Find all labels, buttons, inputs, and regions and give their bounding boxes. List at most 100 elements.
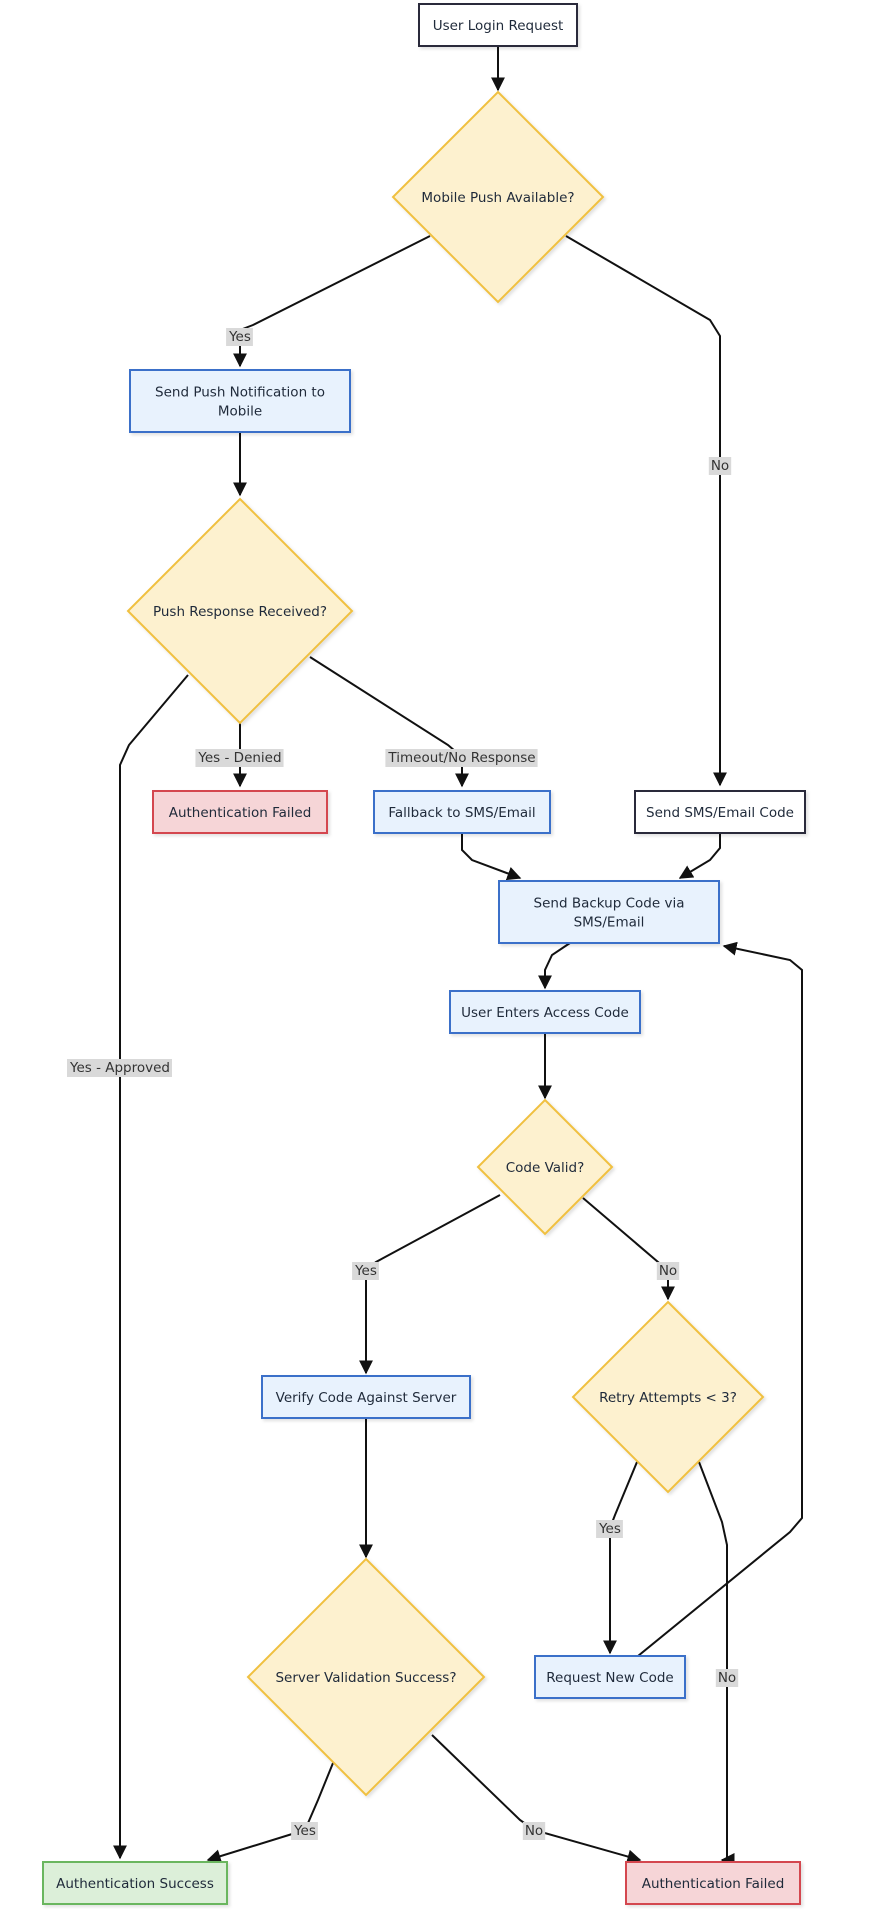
edge-retry-attempts-to-request-new-code bbox=[603, 1461, 638, 1655]
node-label: Authentication Success bbox=[56, 1876, 214, 1892]
node-box bbox=[373, 790, 551, 834]
edge-label-text: No bbox=[525, 1823, 543, 1839]
edge-send-backup-code-to-user-enters-code bbox=[538, 942, 571, 990]
node-auth-failed-top[interactable]: Authentication Failed bbox=[152, 790, 328, 834]
node-label: Request New Code bbox=[546, 1670, 673, 1686]
node-send-push[interactable]: Send Push Notification to Mobile bbox=[129, 369, 351, 433]
edge-label-text: Yes - Approved bbox=[69, 1060, 170, 1076]
edge-label-code-valid-to-verify-code: Yes bbox=[352, 1262, 379, 1280]
edge-label-retry-attempts-to-request-new-code: Yes bbox=[596, 1520, 623, 1538]
node-label: Push Response Received? bbox=[153, 604, 327, 620]
node-label: Authentication Failed bbox=[169, 805, 312, 821]
node-box bbox=[418, 3, 578, 47]
node-box bbox=[634, 790, 806, 834]
edge-code-valid-to-verify-code bbox=[359, 1194, 501, 1375]
node-login-request[interactable]: User Login Request bbox=[418, 3, 578, 47]
decision-diamond bbox=[476, 1098, 614, 1236]
node-fallback-sms[interactable]: Fallback to SMS/Email bbox=[373, 790, 551, 834]
node-label: Retry Attempts < 3? bbox=[599, 1390, 737, 1406]
node-request-new-code[interactable]: Request New Code bbox=[534, 1655, 686, 1699]
decision-diamond bbox=[246, 1557, 486, 1797]
node-box bbox=[261, 1375, 471, 1419]
node-label: Send Backup Code via bbox=[534, 896, 685, 912]
node-label: SMS/Email bbox=[574, 915, 645, 931]
edge-label-push-response-to-auth-success: Yes - Approved bbox=[67, 1059, 172, 1077]
node-box bbox=[42, 1861, 228, 1905]
edge-label-server-validation-to-auth-failed-bottom: No bbox=[522, 1822, 546, 1840]
node-label: Authentication Failed bbox=[642, 1876, 785, 1892]
node-auth-success[interactable]: Authentication Success bbox=[42, 1861, 228, 1905]
edge-label-server-validation-to-auth-success: Yes bbox=[291, 1822, 318, 1840]
edge-label-background bbox=[522, 1822, 546, 1840]
node-box bbox=[129, 369, 351, 433]
node-label: Server Validation Success? bbox=[275, 1670, 456, 1686]
edge-label-text: No bbox=[711, 458, 729, 474]
node-label: Mobile Push Available? bbox=[421, 190, 574, 206]
edge-label-text: Yes bbox=[598, 1521, 621, 1537]
edge-label-push-response-to-fallback-sms: Timeout/No Response bbox=[385, 749, 538, 767]
decision-diamond bbox=[126, 497, 354, 725]
node-box bbox=[152, 790, 328, 834]
edge-server-validation-to-auth-success bbox=[206, 1762, 334, 1863]
node-box bbox=[498, 880, 720, 944]
edge-label-text: Yes - Denied bbox=[197, 750, 281, 766]
node-box bbox=[625, 1861, 801, 1905]
node-verify-code[interactable]: Verify Code Against Server bbox=[261, 1375, 471, 1419]
edge-label-background bbox=[226, 328, 253, 346]
edge-label-text: Yes bbox=[354, 1263, 377, 1279]
node-label: Send Push Notification to bbox=[155, 385, 325, 401]
edge-label-mobile-push-available-to-send-sms-code: No bbox=[708, 457, 732, 475]
decision-diamond bbox=[391, 90, 605, 304]
edge-label-push-response-to-auth-failed-top: Yes - Denied bbox=[195, 749, 284, 767]
edge-label-background bbox=[385, 749, 538, 767]
edge-send-sms-code-to-send-backup-code bbox=[678, 833, 721, 879]
edge-label-background bbox=[291, 1822, 318, 1840]
edge-retry-attempts-to-auth-failed-bottom bbox=[698, 1461, 735, 1867]
edge-mobile-push-available-to-send-sms-code bbox=[565, 235, 727, 787]
node-retry-attempts[interactable]: Retry Attempts < 3? bbox=[571, 1300, 765, 1494]
node-code-valid[interactable]: Code Valid? bbox=[476, 1098, 614, 1236]
edge-fallback-sms-to-send-backup-code bbox=[461, 833, 522, 881]
node-server-validation[interactable]: Server Validation Success? bbox=[246, 1557, 486, 1797]
node-mobile-push-available[interactable]: Mobile Push Available? bbox=[391, 90, 605, 304]
edge-label-text: No bbox=[659, 1263, 677, 1279]
edge-label-background bbox=[656, 1262, 680, 1280]
edge-label-text: Timeout/No Response bbox=[387, 750, 535, 766]
edge-label-code-valid-to-retry-attempts: No bbox=[656, 1262, 680, 1280]
edge-label-text: No bbox=[718, 1670, 736, 1686]
edges-layer bbox=[113, 46, 803, 1867]
edge-label-background bbox=[596, 1520, 623, 1538]
edge-request-new-code-to-send-backup-code bbox=[637, 941, 803, 1657]
node-label: Mobile bbox=[218, 404, 262, 420]
edge-push-response-to-auth-success bbox=[113, 674, 189, 1860]
node-label: Verify Code Against Server bbox=[276, 1390, 457, 1406]
edge-label-text: Yes bbox=[228, 329, 251, 345]
node-label: User Enters Access Code bbox=[461, 1005, 629, 1021]
node-label: Send SMS/Email Code bbox=[646, 805, 794, 821]
node-auth-failed-bottom[interactable]: Authentication Failed bbox=[625, 1861, 801, 1905]
node-label: User Login Request bbox=[433, 18, 564, 34]
edge-label-text: Yes bbox=[293, 1823, 316, 1839]
edge-label-mobile-push-available-to-send-push: Yes bbox=[226, 328, 253, 346]
node-send-sms-code[interactable]: Send SMS/Email Code bbox=[634, 790, 806, 834]
node-user-enters-code[interactable]: User Enters Access Code bbox=[449, 990, 641, 1034]
edge-label-background bbox=[708, 457, 732, 475]
node-push-response[interactable]: Push Response Received? bbox=[126, 497, 354, 725]
node-label: Code Valid? bbox=[506, 1160, 585, 1176]
edge-label-background bbox=[195, 749, 284, 767]
node-label: Fallback to SMS/Email bbox=[388, 805, 535, 821]
edge-label-background bbox=[715, 1669, 739, 1687]
node-box bbox=[449, 990, 641, 1034]
edge-mobile-push-available-to-send-push bbox=[233, 235, 431, 368]
node-box bbox=[534, 1655, 686, 1699]
decision-diamond bbox=[571, 1300, 765, 1494]
edge-code-valid-to-retry-attempts bbox=[582, 1197, 675, 1301]
edge-label-retry-attempts-to-auth-failed-bottom: No bbox=[715, 1669, 739, 1687]
edge-label-background bbox=[352, 1262, 379, 1280]
edge-label-background bbox=[67, 1059, 172, 1077]
edge-server-validation-to-auth-failed-bottom bbox=[431, 1734, 642, 1864]
